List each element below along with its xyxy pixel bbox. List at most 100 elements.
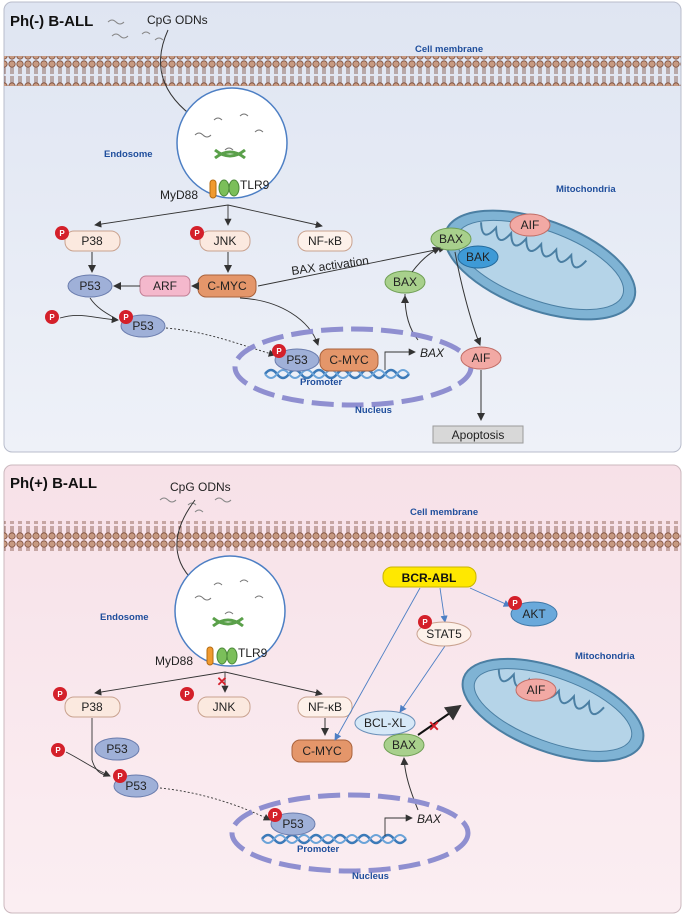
svg-text:P: P <box>422 618 428 627</box>
svg-text:C-MYC: C-MYC <box>302 744 342 758</box>
akt-node <box>510 601 558 627</box>
phospho-icon <box>180 687 194 701</box>
svg-text:P: P <box>512 599 518 608</box>
svg-text:BCL-XL: BCL-XL <box>364 716 406 730</box>
bax-gene-label: BAX <box>420 346 445 360</box>
endosome <box>176 87 288 199</box>
svg-text:P: P <box>194 229 200 238</box>
apoptosis-box <box>432 425 524 444</box>
p53-node <box>67 274 113 298</box>
mitochondria-label: Mitochondria <box>575 651 635 662</box>
bcl-xl-node <box>354 710 416 736</box>
myd88-label: MyD88 <box>155 654 193 668</box>
promoter-label: Promoter <box>300 377 343 388</box>
svg-text:BAK: BAK <box>466 250 490 264</box>
tlr9-label: TLR9 <box>238 646 268 660</box>
svg-text:P53: P53 <box>132 319 154 333</box>
svg-text:NF-κB: NF-κB <box>308 700 342 714</box>
myd88-adaptor <box>206 646 214 666</box>
tlr9-label: TLR9 <box>240 178 270 192</box>
phospho-icon <box>45 310 59 324</box>
svg-text:P: P <box>117 772 123 781</box>
mitochondria <box>461 657 645 763</box>
aif-node <box>509 213 551 237</box>
aif-node <box>515 678 557 702</box>
svg-text:BCR-ABL: BCR-ABL <box>402 571 457 585</box>
svg-text:P: P <box>184 690 190 699</box>
phospho-icon <box>508 596 522 610</box>
bax-node <box>384 270 426 294</box>
panel-top: Ph(-) B-ALL CpG ODNs Cell membrane Endos… <box>3 1 682 453</box>
svg-text:AIF: AIF <box>521 218 540 232</box>
promoter-label: Promoter <box>297 844 340 855</box>
cell-membrane <box>4 521 681 551</box>
bax-node <box>430 227 472 251</box>
phospho-icon <box>53 687 67 701</box>
cmyc-node <box>319 348 379 372</box>
endosome-label: Endosome <box>100 612 149 623</box>
cmyc-node <box>291 739 353 763</box>
myd88-label: MyD88 <box>160 188 198 202</box>
bak-node <box>457 245 499 269</box>
svg-text:AIF: AIF <box>472 351 491 365</box>
svg-text:P53: P53 <box>79 279 101 293</box>
svg-text:P: P <box>272 811 278 820</box>
tlr9-receptor <box>214 148 246 160</box>
block-icon: ✕ <box>428 718 440 734</box>
svg-text:P53: P53 <box>282 817 304 831</box>
panel-bottom: Ph(+) B-ALL CpG ODNs Cell membrane Endos… <box>3 464 682 914</box>
svg-text:JNK: JNK <box>214 234 237 248</box>
p53-node <box>274 348 320 372</box>
cpg-label: CpG ODNs <box>147 13 208 27</box>
block-icon: ✕ <box>217 674 228 689</box>
phospho-icon <box>268 808 282 822</box>
p53-node <box>270 812 316 836</box>
nfkb-node <box>297 696 353 718</box>
svg-text:C-MYC: C-MYC <box>329 353 369 367</box>
nucleus-label: Nucleus <box>352 871 389 882</box>
bcr-abl-node <box>382 566 477 588</box>
svg-text:BAX: BAX <box>393 275 417 289</box>
endosome <box>174 555 286 667</box>
svg-text:C-MYC: C-MYC <box>207 279 247 293</box>
myd88-adaptor <box>209 179 217 199</box>
svg-text:STAT5: STAT5 <box>426 627 462 641</box>
svg-text:P38: P38 <box>81 700 103 714</box>
svg-text:P: P <box>123 313 129 322</box>
bax-activation-arrow <box>257 245 446 287</box>
bax-gene-label: BAX <box>417 812 442 826</box>
phospho-icon <box>272 344 286 358</box>
svg-text:AIF: AIF <box>527 683 546 697</box>
jnk-node <box>197 696 251 718</box>
svg-text:NF-κB: NF-κB <box>308 234 342 248</box>
svg-text:P: P <box>49 313 55 322</box>
phospho-icon <box>51 743 65 757</box>
svg-text:P: P <box>59 229 65 238</box>
mitochondria-label: Mitochondria <box>556 184 616 195</box>
svg-text:P: P <box>276 347 282 356</box>
svg-text:JNK: JNK <box>213 700 236 714</box>
p38-node <box>64 696 121 718</box>
jnk-node <box>199 230 251 252</box>
phospho-icon <box>190 226 204 240</box>
nucleus-label: Nucleus <box>355 405 392 416</box>
cpg-label: CpG ODNs <box>170 480 231 494</box>
svg-text:Apoptosis: Apoptosis <box>452 428 505 442</box>
svg-text:P53: P53 <box>286 353 308 367</box>
nucleus <box>229 792 471 874</box>
phospho-icon <box>119 310 133 324</box>
cell-membrane <box>4 56 681 86</box>
aif-node <box>460 346 502 370</box>
svg-text:P38: P38 <box>81 234 103 248</box>
bax-node <box>383 733 425 757</box>
cell-membrane-label: Cell membrane <box>415 44 483 55</box>
phospho-icon <box>55 226 69 240</box>
phospho-icon <box>113 769 127 783</box>
tlr9-branches <box>94 204 323 229</box>
phospho-icon <box>418 615 432 629</box>
svg-text:P: P <box>55 746 61 755</box>
panel-title: Ph(+) B-ALL <box>10 475 97 492</box>
endosome-label: Endosome <box>104 149 153 160</box>
svg-text:P53: P53 <box>125 779 147 793</box>
